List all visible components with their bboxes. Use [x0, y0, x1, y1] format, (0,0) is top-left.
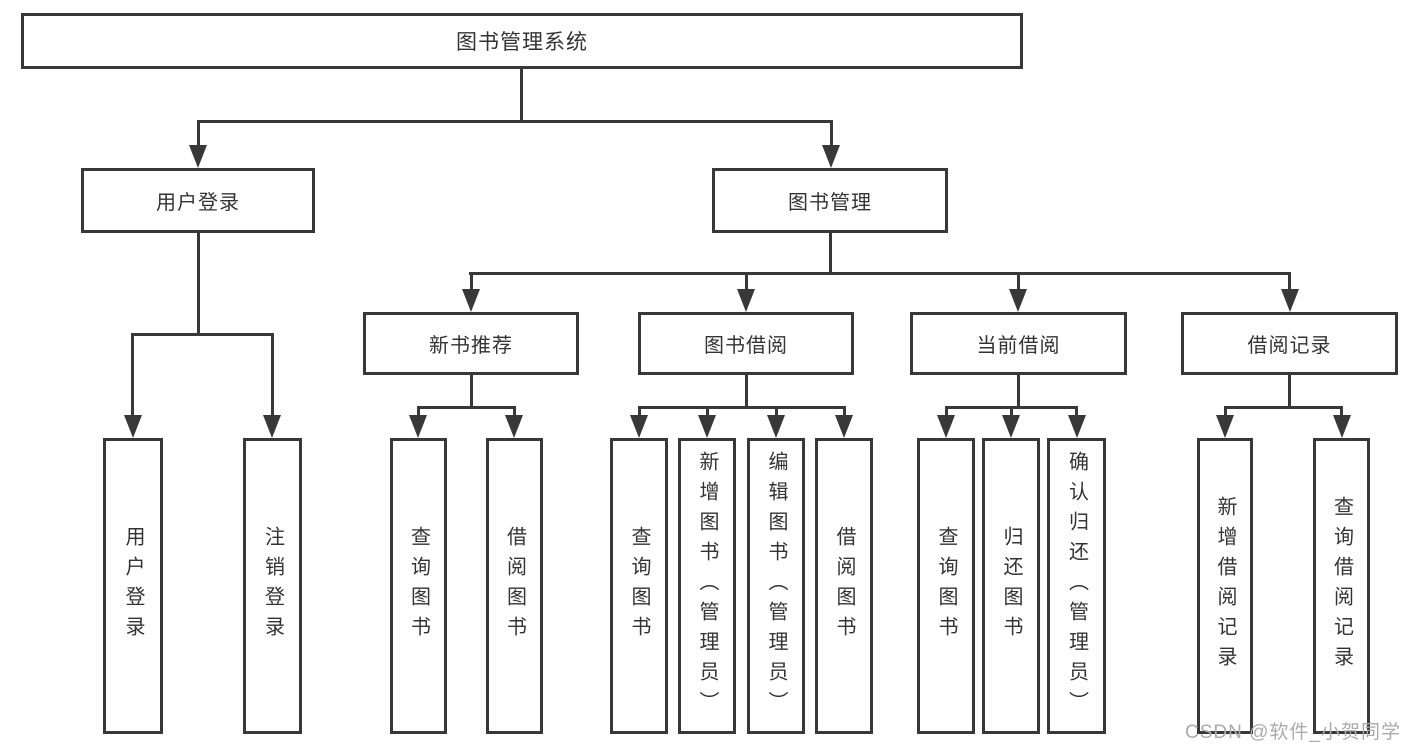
node-user-login: 用户登录	[81, 168, 315, 233]
connector-line	[197, 233, 200, 335]
node-book-management-label: 图书管理	[788, 192, 872, 214]
leaf-add-book-admin-label: 新增图书（管理员）	[696, 451, 718, 721]
arrowhead	[263, 415, 281, 438]
arrowhead	[505, 415, 523, 438]
leaf-borrow-books-label: 借阅图书	[833, 526, 855, 646]
connector-line	[1017, 272, 1020, 291]
arrowhead	[1068, 415, 1086, 438]
connector-line	[745, 375, 748, 408]
node-book-management: 图书管理	[712, 168, 948, 233]
arrowhead	[630, 415, 648, 438]
leaf-return-book: 归还图书	[982, 438, 1040, 734]
connector-line	[638, 406, 845, 409]
leaf-user-login-label: 用户登录	[122, 526, 144, 646]
connector-line	[745, 272, 748, 291]
connector-line	[520, 69, 523, 122]
connector-line	[470, 375, 473, 408]
node-book-borrowing: 图书借阅	[638, 312, 854, 375]
node-root-label: 图书管理系统	[456, 31, 588, 54]
arrowhead	[1009, 289, 1027, 312]
connector-line	[706, 406, 709, 417]
node-book-borrowing-label: 图书借阅	[704, 335, 788, 357]
connector-line	[1340, 406, 1343, 417]
connector-line	[829, 233, 832, 274]
connector-line	[197, 120, 833, 123]
leaf-user-login: 用户登录	[103, 438, 163, 734]
connector-line	[638, 406, 641, 417]
connector-line	[1288, 375, 1291, 408]
leaf-return-book-label: 归还图书	[1000, 526, 1022, 646]
arrowhead	[189, 145, 207, 168]
node-current-borrowing-label: 当前借阅	[976, 335, 1061, 357]
leaf-borrow-books-recommend-label: 借阅图书	[503, 526, 526, 646]
leaf-query-books-recommend: 查询图书	[390, 438, 447, 734]
connector-line	[513, 406, 516, 417]
connector-line	[1010, 406, 1013, 417]
node-root: 图书管理系统	[21, 13, 1023, 69]
arrowhead	[1002, 415, 1020, 438]
connector-line	[1075, 406, 1078, 417]
leaf-borrow-books: 借阅图书	[815, 438, 873, 734]
leaf-logout: 注销登录	[243, 438, 302, 734]
leaf-borrow-books-recommend: 借阅图书	[486, 438, 543, 734]
leaf-query-books-recommend-label: 查询图书	[407, 526, 430, 646]
arrowhead	[462, 289, 480, 312]
arrowhead	[1333, 415, 1351, 438]
arrowhead	[822, 145, 840, 168]
node-current-borrowing: 当前借阅	[910, 312, 1127, 375]
leaf-query-books-current: 查询图书	[917, 438, 975, 734]
leaf-query-books-borrowing: 查询图书	[610, 438, 668, 734]
connector-line	[417, 406, 420, 417]
connector-line	[417, 406, 516, 409]
leaf-query-borrow-record: 查询借阅记录	[1313, 438, 1370, 734]
leaf-add-borrow-record: 新增借阅记录	[1197, 438, 1253, 734]
arrowhead	[1281, 289, 1299, 312]
connector-line	[131, 333, 274, 336]
arrowhead	[698, 415, 716, 438]
connector-line	[469, 272, 1291, 275]
connector-line	[1288, 272, 1291, 291]
leaf-logout-label: 注销登录	[261, 526, 284, 646]
arrowhead	[1216, 415, 1234, 438]
connector-line	[830, 120, 833, 147]
csdn-watermark: CSDN @软件_小贺同学	[1185, 722, 1401, 743]
leaf-edit-book-admin: 编辑图书（管理员）	[747, 438, 805, 734]
arrowhead	[937, 415, 955, 438]
connector-line	[775, 406, 778, 417]
leaf-query-borrow-record-label: 查询借阅记录	[1330, 496, 1353, 676]
leaf-confirm-return-admin-label: 确认归还（管理员）	[1065, 451, 1088, 721]
leaf-add-borrow-record-label: 新增借阅记录	[1214, 496, 1236, 676]
node-new-book-recommend-label: 新书推荐	[429, 335, 513, 357]
leaf-query-books-borrowing-label: 查询图书	[628, 526, 650, 646]
leaf-query-books-current-label: 查询图书	[935, 526, 957, 646]
arrowhead	[409, 415, 427, 438]
leaf-confirm-return-admin: 确认归还（管理员）	[1047, 438, 1106, 734]
node-borrowing-records: 借阅记录	[1181, 312, 1398, 375]
leaf-edit-book-admin-label: 编辑图书（管理员）	[765, 451, 787, 721]
connector-line	[843, 406, 846, 417]
connector-line	[197, 120, 200, 147]
arrowhead	[124, 415, 142, 438]
arrowhead	[737, 289, 755, 312]
connector-line	[945, 406, 948, 417]
node-borrowing-records-label: 借阅记录	[1247, 335, 1332, 357]
node-new-book-recommend: 新书推荐	[363, 312, 579, 375]
connector-line	[470, 272, 473, 291]
connector-line	[1224, 406, 1343, 409]
connector-line	[1017, 375, 1020, 408]
leaf-add-book-admin: 新增图书（管理员）	[678, 438, 736, 734]
arrowhead	[767, 415, 785, 438]
arrowhead	[835, 415, 853, 438]
connector-line	[1224, 406, 1227, 417]
connector-line	[131, 333, 134, 417]
node-user-login-label: 用户登录	[156, 192, 240, 214]
connector-line	[271, 333, 274, 417]
